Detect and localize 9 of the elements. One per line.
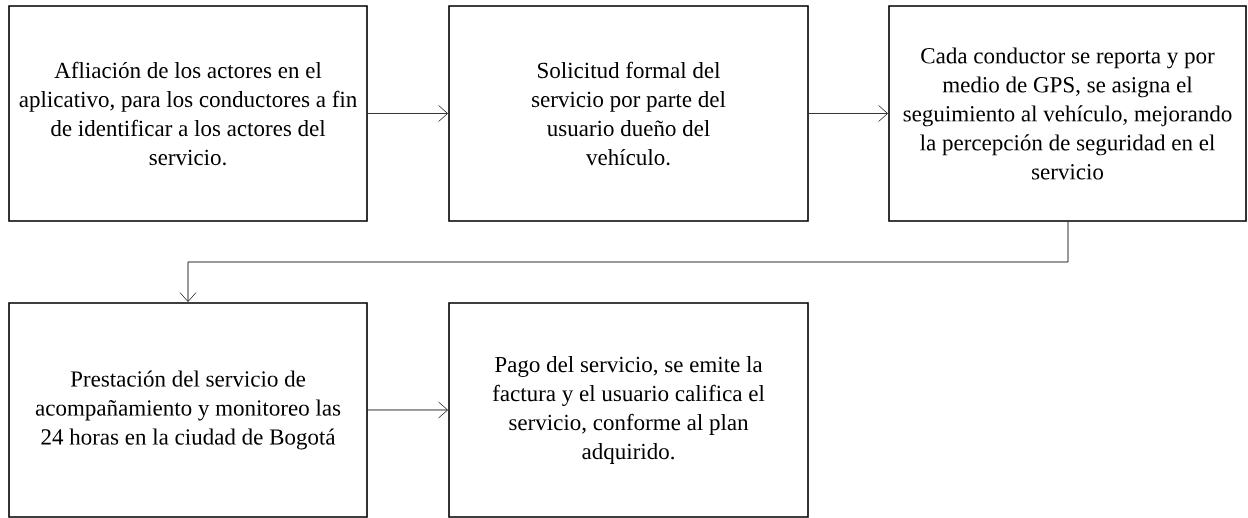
process-box: Prestación del servicio de acompañamiento y monitoreo las 24 horas en la ciudad de Bogotá: [8, 302, 368, 518]
process-box: Solicitud formal del servicio por parte del usuario dueño del vehículo.: [448, 5, 809, 222]
process-box: Pago del servicio, se emite la factura y el usuario califica el servicio, conforme al plan adquirido.: [448, 302, 809, 518]
arrow: [367, 105, 448, 122]
process-box: Afliación de los actores en el aplicativo, para los conductores a fin de identificar a los actores del servicio.: [8, 5, 368, 222]
arrow: [179, 221, 1069, 302]
process-box: Cada conductor se reporta y por medio de GPS, se asigna el seguimiento al vehículo, mejorando la percepción de seguridad en el servicio: [888, 5, 1247, 222]
arrow: [367, 401, 448, 419]
arrow: [808, 105, 888, 122]
